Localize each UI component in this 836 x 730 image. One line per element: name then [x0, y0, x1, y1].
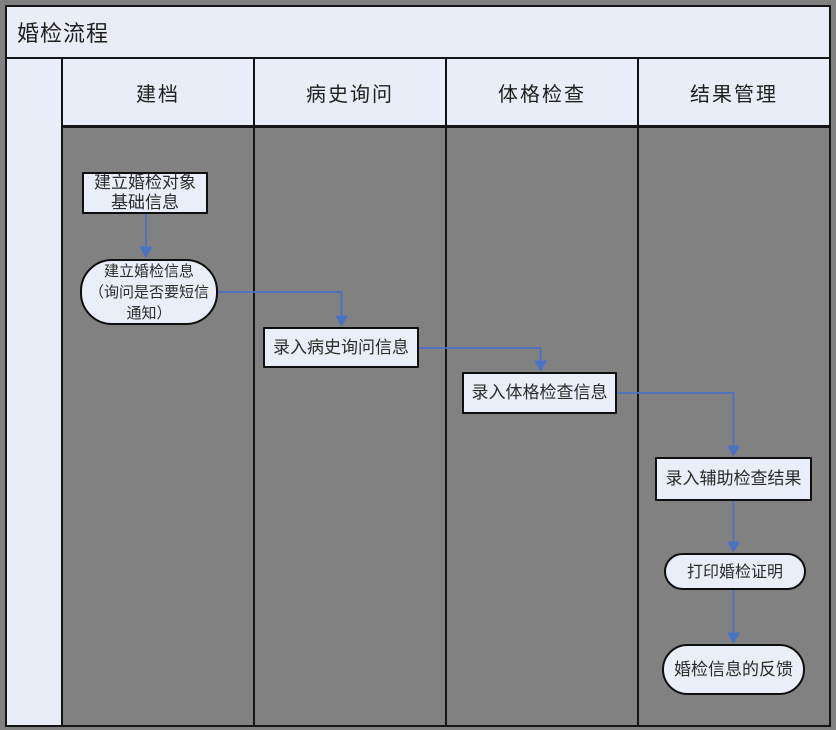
node-label: 婚检信息的反馈 — [674, 659, 793, 680]
lane-header-history-inquiry: 病史询问 — [255, 59, 445, 128]
node-enter-physical-info: 录入体格检查信息 — [462, 372, 617, 414]
lane-result-management: 结果管理 — [637, 59, 829, 725]
lane-physical-exam: 体格检查 — [445, 59, 637, 725]
lane-history-inquiry: 病史询问 — [253, 59, 445, 725]
lane-header-label: 病史询问 — [306, 81, 394, 106]
lane-spacer-column — [7, 59, 63, 725]
lane-body-history-inquiry — [255, 128, 445, 725]
node-label: 录入体格检查信息 — [471, 383, 608, 403]
node-label: 录入辅助检查结果 — [665, 469, 802, 489]
lane-header-filing: 建档 — [63, 59, 253, 128]
lane-filing: 建档 — [63, 59, 253, 725]
node-enter-auxiliary-result: 录入辅助检查结果 — [655, 457, 812, 501]
node-enter-history-info: 录入病史询问信息 — [263, 327, 419, 368]
node-create-check-info: 建立婚检信息 （询问是否要短信 通知） — [80, 259, 218, 325]
node-label: 录入病史询问信息 — [273, 337, 409, 358]
lane-body-filing — [63, 128, 253, 725]
lane-body-result-management — [639, 128, 829, 725]
node-feedback: 婚检信息的反馈 — [662, 644, 805, 695]
node-label: 建立婚检对象 基础信息 — [94, 173, 196, 213]
flowchart-title: 婚检流程 — [17, 22, 110, 47]
flowchart-frame: 婚检流程 建档 病史询问 体格检查 — [5, 5, 831, 727]
node-print-certificate: 打印婚检证明 — [664, 553, 806, 590]
lane-header-label: 结果管理 — [690, 81, 778, 106]
flowchart-title-bar: 婚检流程 — [7, 7, 829, 59]
lane-header-result-management: 结果管理 — [639, 59, 829, 128]
lane-header-physical-exam: 体格检查 — [447, 59, 637, 128]
lane-header-label: 体格检查 — [498, 81, 586, 106]
node-label: 打印婚检证明 — [686, 561, 783, 581]
lane-body-physical-exam — [447, 128, 637, 725]
node-create-basic-info: 建立婚检对象 基础信息 — [82, 172, 208, 214]
swimlane-row: 建档 病史询问 体格检查 结果管理 — [7, 59, 829, 725]
node-label: 建立婚检信息 （询问是否要短信 通知） — [88, 261, 209, 322]
lane-header-label: 建档 — [136, 81, 180, 106]
